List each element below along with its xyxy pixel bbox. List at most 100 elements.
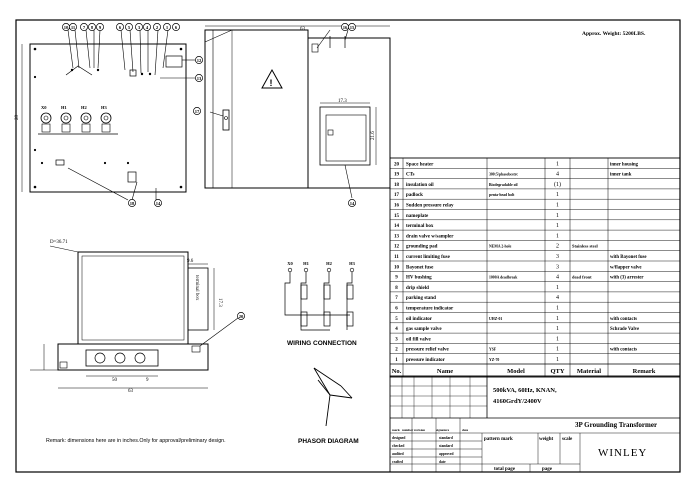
svg-text:with contacts: with contacts [610,317,637,322]
svg-text:H2: H2 [326,261,333,266]
title-role-2: date [439,460,446,464]
title-block: 500kVA, 60Hz, KNAN, 4160GrdY/2400V 3P Gr… [389,375,681,473]
front-callout: 7 [80,23,88,31]
svg-text:14: 14 [156,201,161,206]
svg-text:20: 20 [239,314,244,319]
title-role: crafted [392,460,403,464]
svg-text:CTs: CTs [406,173,414,178]
svg-text:nameplate: nameplate [406,214,429,219]
svg-text:1: 1 [556,326,559,332]
phasor-title: PHASOR DIAGRAM [298,438,359,445]
svg-text:with contacts: with contacts [610,348,637,353]
wiring-title: WIRING CONNECTION [287,340,357,347]
svg-text:16: 16 [394,204,400,209]
svg-text:dead front: dead front [572,275,592,280]
svg-text:1: 1 [556,161,559,167]
svg-text:oil indicator: oil indicator [406,317,433,322]
front-dim-left: 28 [15,115,20,121]
svg-text:grounding pad: grounding pad [406,245,438,250]
svg-text:1: 1 [556,306,559,312]
bom-header: QTY [550,368,564,375]
svg-text:(1): (1) [554,181,561,188]
svg-text:14: 14 [350,201,355,206]
svg-text:10: 10 [394,265,400,270]
svg-text:18: 18 [130,201,135,206]
svg-text:11: 11 [71,25,76,30]
top-dim-total: 63 [128,389,134,394]
svg-text:NEMA 2-hole: NEMA 2-hole [489,245,512,249]
svg-text:2: 2 [556,244,559,250]
svg-text:2: 2 [156,25,159,30]
svg-text:300:5/phasebestrc: 300:5/phasebestrc [489,173,518,177]
title-role: checked [392,444,404,448]
front-callout: 3 [135,23,143,31]
side-callout: 14 [348,199,356,207]
svg-text:4: 4 [146,25,149,30]
top-dim-bottom: 50 [112,378,118,383]
svg-text:6: 6 [175,25,178,30]
svg-text:4: 4 [556,275,559,281]
side-dim-height: 21.6 [371,131,376,140]
top-dim-center: 9 [146,378,149,383]
svg-text:7: 7 [83,25,86,30]
svg-text:!: ! [270,78,273,88]
bom-header: Name [437,368,453,375]
svg-text:H1: H1 [61,105,68,110]
wiring-terminal: H2 [326,261,333,273]
svg-text:3: 3 [556,264,559,270]
svg-text:penta-head bolt: penta-head bolt [489,193,515,197]
title-col-head: signature [436,428,450,432]
front-callout: 8 [88,23,96,31]
svg-text:3: 3 [556,254,559,260]
svg-text:parking stand: parking stand [406,296,436,301]
svg-text:insulation oil: insulation oil [406,183,434,188]
svg-text:1: 1 [556,357,559,363]
front-callout: 14 [154,199,162,207]
bom-header: Model [507,368,525,375]
svg-text:1: 1 [556,233,559,239]
svg-text:13: 13 [197,76,202,81]
svg-text:12: 12 [197,58,202,63]
front-callout: 1 [163,23,171,31]
bom-header: No. [392,368,402,375]
svg-text:1: 1 [556,285,559,291]
remark-text: Remark: dimensions here are in inches.On… [46,438,226,444]
side-dim-panel: 17.3 [338,99,347,104]
svg-text:1: 1 [556,192,559,198]
front-callout: 10 [62,23,70,31]
svg-text:17: 17 [394,193,400,198]
svg-text:inner housing: inner housing [610,162,639,167]
svg-text:14: 14 [394,224,400,229]
top-dim-tb-h: 17.3 [217,298,222,307]
title-role: designed [392,436,405,440]
wiring-terminal: X0 [287,261,293,273]
svg-text:current limiting fuse: current limiting fuse [406,255,451,260]
svg-text:4: 4 [556,172,559,178]
svg-text:4: 4 [556,295,559,301]
weight-label: weight [539,437,554,442]
svg-text:inner tank: inner tank [610,173,632,178]
wiring-terminal: H1 [303,261,310,273]
svg-text:20: 20 [394,162,400,167]
svg-text:2: 2 [395,348,398,353]
svg-text:6: 6 [395,307,398,312]
top-dim-tb: 9.6 [187,259,194,264]
svg-text:drip shield: drip shield [406,286,429,291]
phasor-diagram: PHASOR DIAGRAM [298,367,359,445]
svg-text:15: 15 [350,25,355,30]
svg-text:1: 1 [556,203,559,209]
svg-text:H1: H1 [303,261,310,266]
svg-text:H2: H2 [81,105,88,110]
front-callout: 2 [153,23,161,31]
